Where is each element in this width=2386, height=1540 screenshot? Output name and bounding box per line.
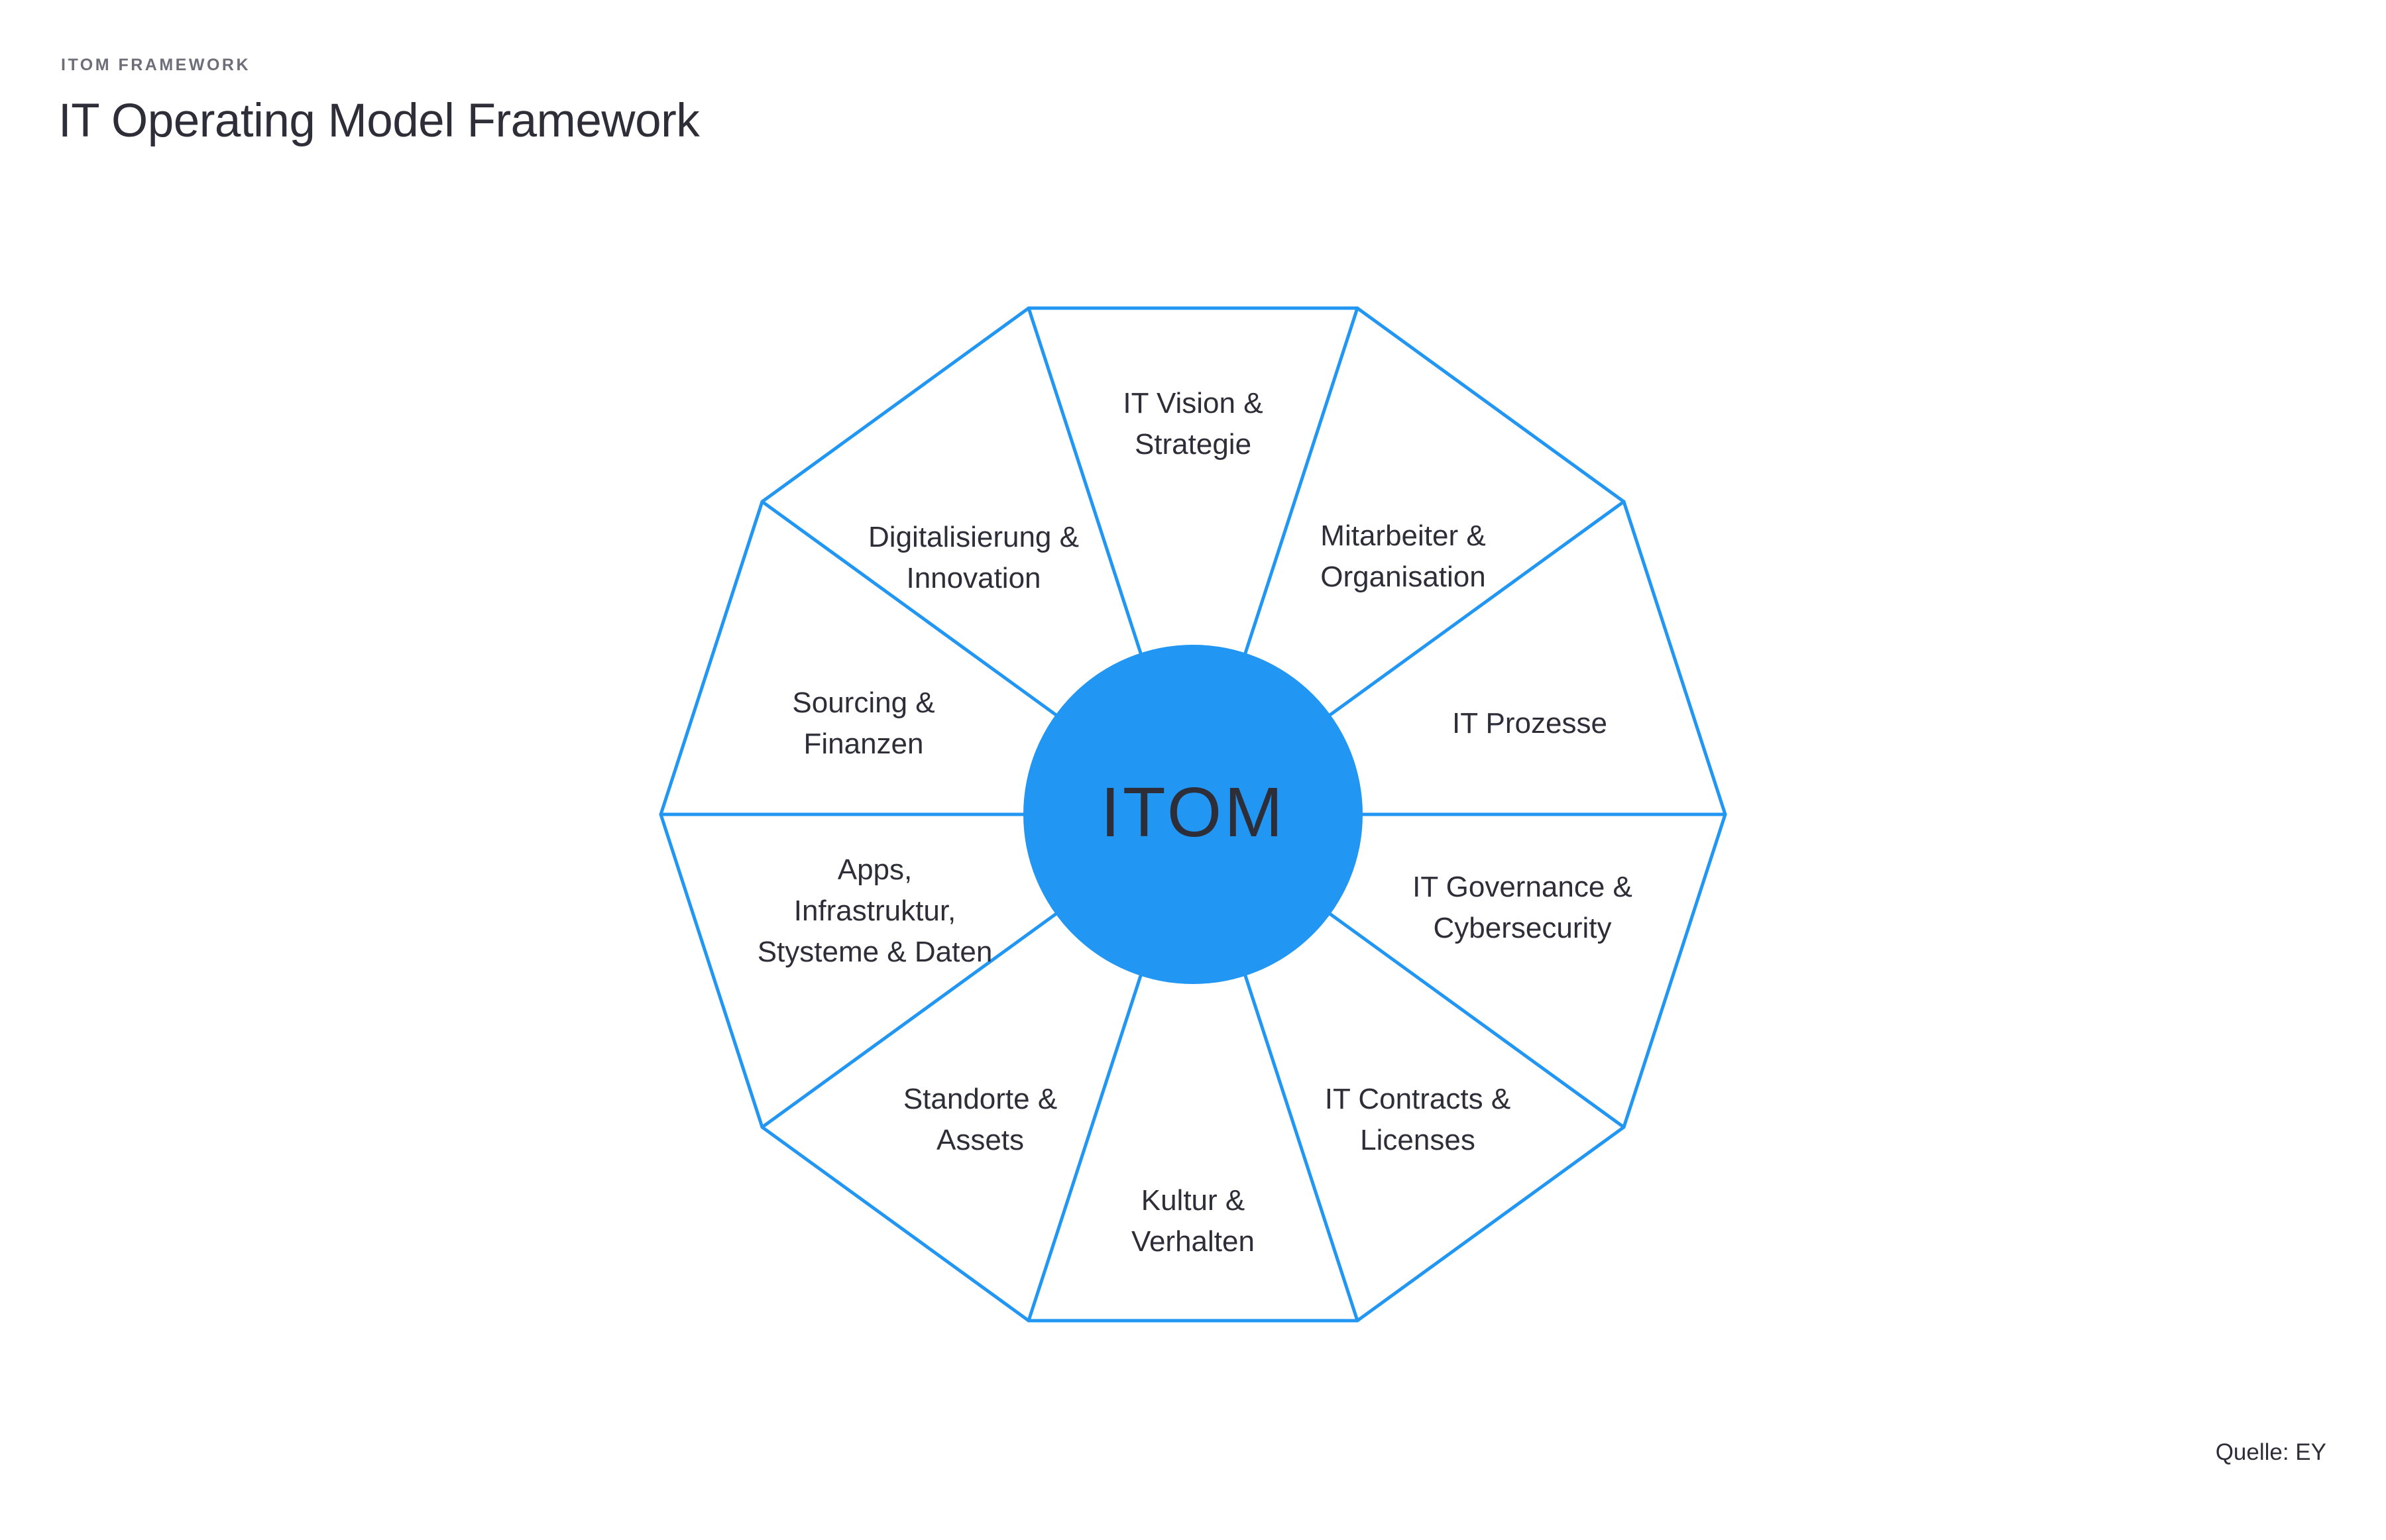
segment-label-sourcing-finanzen: Sourcing & Finanzen — [792, 687, 935, 760]
segment-label-it-prozesse: IT Prozesse — [1452, 707, 1607, 740]
decagon-outline — [659, 306, 1727, 1323]
segment-label-it-governance-cybersecurity: IT Governance & Cybersecurity — [1412, 871, 1632, 944]
center-circle — [1023, 645, 1363, 984]
kicker-label: ITOM FRAMEWORK — [61, 56, 251, 74]
segment-label-apps-infrastruktur-systeme-daten: Apps, Infrastruktur, Stysteme & Daten — [757, 853, 993, 968]
center-label-itom: ITOM — [1100, 773, 1286, 852]
segment-label-it-vision-strategie: IT Vision & Strategie — [1123, 387, 1263, 461]
segment-label-kultur-verhalten: Kultur & Verhalten — [1131, 1184, 1255, 1258]
page-title: IT Operating Model Framework — [58, 95, 700, 147]
segment-label-digitalisierung-innovation: Digitalisierung & Innovation — [868, 521, 1079, 594]
segment-label-mitarbeiter-organisation: Mitarbeiter & Organisation — [1320, 520, 1486, 593]
segment-label-standorte-assets: Standorte & Assets — [903, 1083, 1058, 1156]
segment-label-it-contracts-licenses: IT Contracts & Licenses — [1324, 1083, 1511, 1156]
source-note: Quelle: EY — [2215, 1439, 2326, 1465]
